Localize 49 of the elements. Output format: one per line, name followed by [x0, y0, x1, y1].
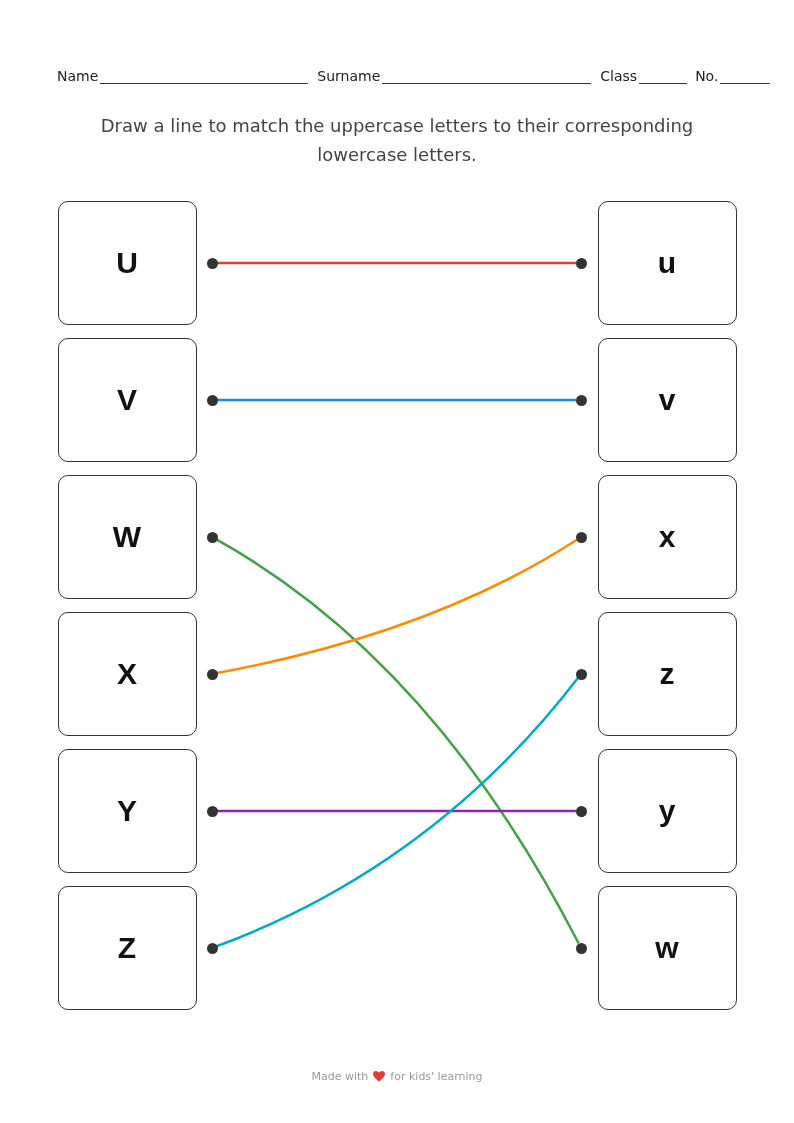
letter: v [658, 383, 676, 417]
instruction-text: Draw a line to match the uppercase letters to their corresponding lowercase letters. [99, 114, 695, 167]
letter-card [597, 338, 737, 462]
letter: U [116, 246, 138, 280]
footer-text: Made with [311, 1070, 369, 1083]
footer-text: for kids' learning [390, 1070, 483, 1083]
letter-card [57, 749, 197, 873]
matching-line [216, 538, 578, 675]
letter-card [57, 612, 197, 736]
field-label: Name [57, 68, 99, 84]
letter: u [657, 246, 677, 280]
letter-card [597, 475, 737, 599]
connection-dot [575, 942, 587, 954]
field-label: Surname [317, 68, 381, 84]
letter-card [57, 201, 197, 325]
matching-line [216, 677, 579, 948]
connection-dot [575, 805, 587, 817]
letter: W [112, 520, 142, 554]
connection-dot [206, 257, 218, 269]
connection-dot [206, 668, 218, 680]
letter: w [655, 931, 679, 965]
connection-dot [206, 394, 218, 406]
connection-dot [575, 531, 587, 543]
connection-dot [575, 668, 587, 680]
connection-dot [575, 257, 587, 269]
letter-card [597, 749, 737, 873]
letter: x [658, 520, 676, 554]
matching-line [217, 398, 576, 402]
letter-card [57, 338, 197, 462]
letter-card [597, 612, 737, 736]
letter-card [597, 886, 737, 1010]
field-label: No. [695, 68, 719, 84]
letter: V [117, 383, 137, 417]
connection-dot [206, 805, 218, 817]
matching-line [215, 538, 580, 945]
letter-card [597, 201, 737, 325]
letter: Y [117, 794, 137, 828]
letter-card [57, 475, 197, 599]
letter: z [659, 657, 675, 691]
matching-line [217, 261, 576, 265]
letter: Z [117, 931, 137, 965]
matching-line [217, 809, 576, 813]
letter: X [117, 657, 137, 691]
connection-dot [575, 394, 587, 406]
letter: y [658, 794, 676, 828]
connection-dot [206, 942, 218, 954]
connection-dot [206, 531, 218, 543]
letter-card [57, 886, 197, 1010]
field-label: Class [600, 68, 638, 84]
